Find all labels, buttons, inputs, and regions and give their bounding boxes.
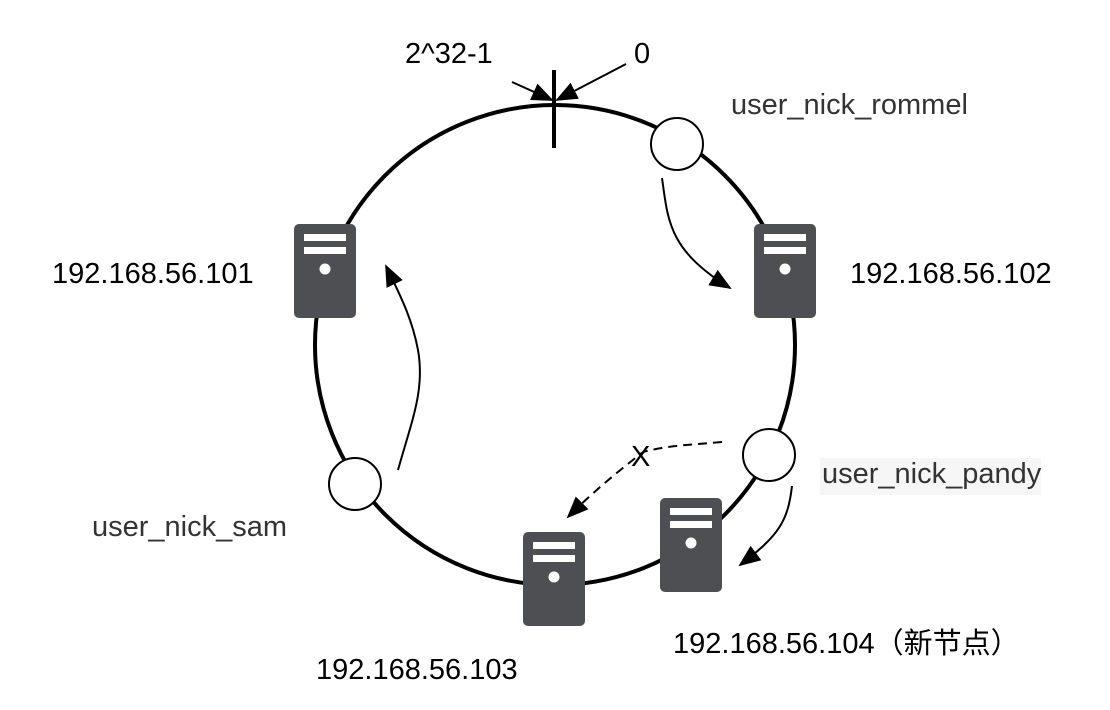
ring-max-value-label: 2^32-1 bbox=[405, 38, 493, 70]
mapping-arrow-rommel-to-102 bbox=[661, 177, 732, 290]
server-ip-192-168-56-104: 192.168.56.104 bbox=[673, 628, 875, 660]
server-icon-192-168-56-104[interactable] bbox=[660, 498, 722, 592]
key-label-user-nick-pandy: user_nick_pandy bbox=[820, 458, 1042, 495]
server-icon-192-168-56-102[interactable] bbox=[754, 224, 816, 318]
new-node-tag: （新节点） bbox=[874, 628, 1020, 660]
server-icon-192-168-56-101[interactable] bbox=[294, 224, 356, 318]
invalidated-mark: X bbox=[631, 441, 650, 473]
server-label-192-168-56-104: 192.168.56.104（新节点） bbox=[673, 630, 1020, 659]
key-label-user-nick-sam: user_nick_sam bbox=[92, 511, 288, 543]
hash-ring bbox=[313, 103, 797, 587]
server-icon-192-168-56-103[interactable] bbox=[523, 532, 585, 626]
key-node-user-nick-rommel[interactable] bbox=[650, 117, 704, 171]
max-value-pointer-arrow bbox=[511, 81, 554, 101]
server-label-192-168-56-103: 192.168.56.103 bbox=[316, 654, 518, 686]
zero-value-pointer-arrow bbox=[555, 63, 627, 101]
mapping-arrow-pandy-to-104 bbox=[738, 485, 793, 567]
key-node-user-nick-pandy[interactable] bbox=[742, 428, 796, 482]
invalidated-mapping-arrow-pandy-to-103 bbox=[566, 441, 723, 519]
server-label-192-168-56-101: 192.168.56.101 bbox=[52, 258, 254, 290]
key-label-user-nick-rommel: user_nick_rommel bbox=[731, 89, 968, 121]
ring-zero-label: 0 bbox=[634, 38, 651, 70]
server-label-192-168-56-102: 192.168.56.102 bbox=[850, 258, 1052, 290]
key-node-user-nick-sam[interactable] bbox=[328, 457, 382, 511]
mapping-arrow-sam-to-101 bbox=[385, 264, 421, 471]
